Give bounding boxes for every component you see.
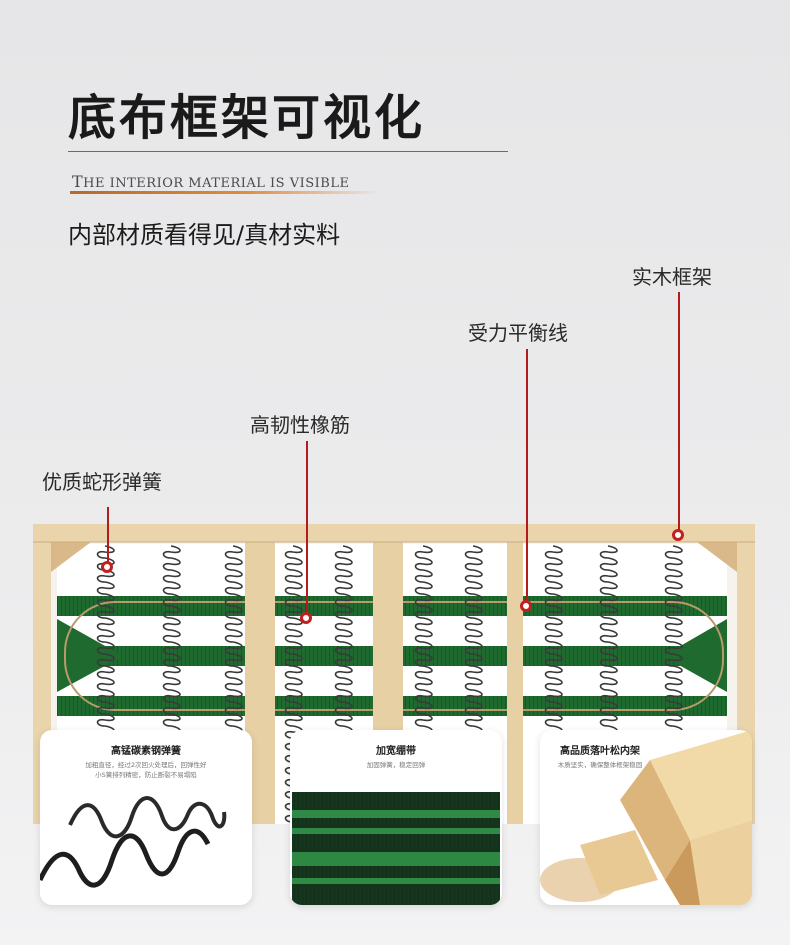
callout-solid-wood-frame: 实木框架 <box>632 265 712 289</box>
leader-line-frame <box>678 292 680 532</box>
card-title: 加宽绷带 <box>376 746 416 757</box>
callout-balance-line: 受力平衡线 <box>468 321 568 345</box>
card-desc-line: 小S簧排列精密，防止断裂不易塌陷 <box>95 771 197 779</box>
leader-line-spring <box>107 507 109 563</box>
card-description: 加固弹簧，稳定回弹 <box>290 760 502 770</box>
marker-dot-frame <box>672 529 684 541</box>
marker-dot-spring <box>101 561 113 573</box>
card-carbon-steel-spring: 高锰碳素钢弹簧 加粗直径，经过2次回火处理后，回弹性好 小S簧排列精密，防止断裂… <box>40 730 252 905</box>
title-divider <box>68 151 508 152</box>
card-desc-line: 加固弹簧，稳定回弹 <box>366 761 426 769</box>
page-title: 底布框架可视化 <box>68 90 426 146</box>
callout-snake-spring: 优质蛇形弹簧 <box>42 470 162 494</box>
card-title: 高品质落叶松内架 <box>560 746 640 757</box>
english-subtitle-initial: T <box>72 172 84 191</box>
card-description: 加粗直径，经过2次回火处理后，回弹性好 小S簧排列精密，防止断裂不易塌陷 <box>40 760 252 780</box>
english-subtitle-rest: HE INTERIOR MATERIAL IS VISIBLE <box>83 176 350 191</box>
card-larch-frame: 高品质落叶松内架 木质坚实，确保整体框架稳固 <box>540 730 752 905</box>
card-description: 木质坚实，确保整体框架稳固 <box>540 760 660 770</box>
card-desc-line: 加粗直径，经过2次回火处理后，回弹性好 <box>85 761 207 769</box>
orange-underline <box>70 191 382 194</box>
larch-wood-image <box>540 730 752 905</box>
card-title: 高锰碳素钢弹簧 <box>111 746 181 757</box>
steel-spring-image <box>40 796 227 888</box>
english-subtitle: THE INTERIOR MATERIAL IS VISIBLE <box>72 172 349 191</box>
marker-dot-elastic <box>300 612 312 624</box>
leader-line-elastic <box>306 441 308 615</box>
card-desc-line: 木质坚实，确保整体框架稳固 <box>557 761 643 769</box>
chinese-subtitle: 内部材质看得见/真材实料 <box>68 221 341 249</box>
card-widened-band: 加宽绷带 加固弹簧，稳定回弹 <box>290 730 502 905</box>
marker-dot-balance <box>520 600 532 612</box>
wood-slat-3 <box>507 542 523 824</box>
callout-elastic-band: 高韧性橡筋 <box>250 413 350 437</box>
widened-band-image <box>292 792 500 905</box>
leader-line-balance <box>526 349 528 603</box>
